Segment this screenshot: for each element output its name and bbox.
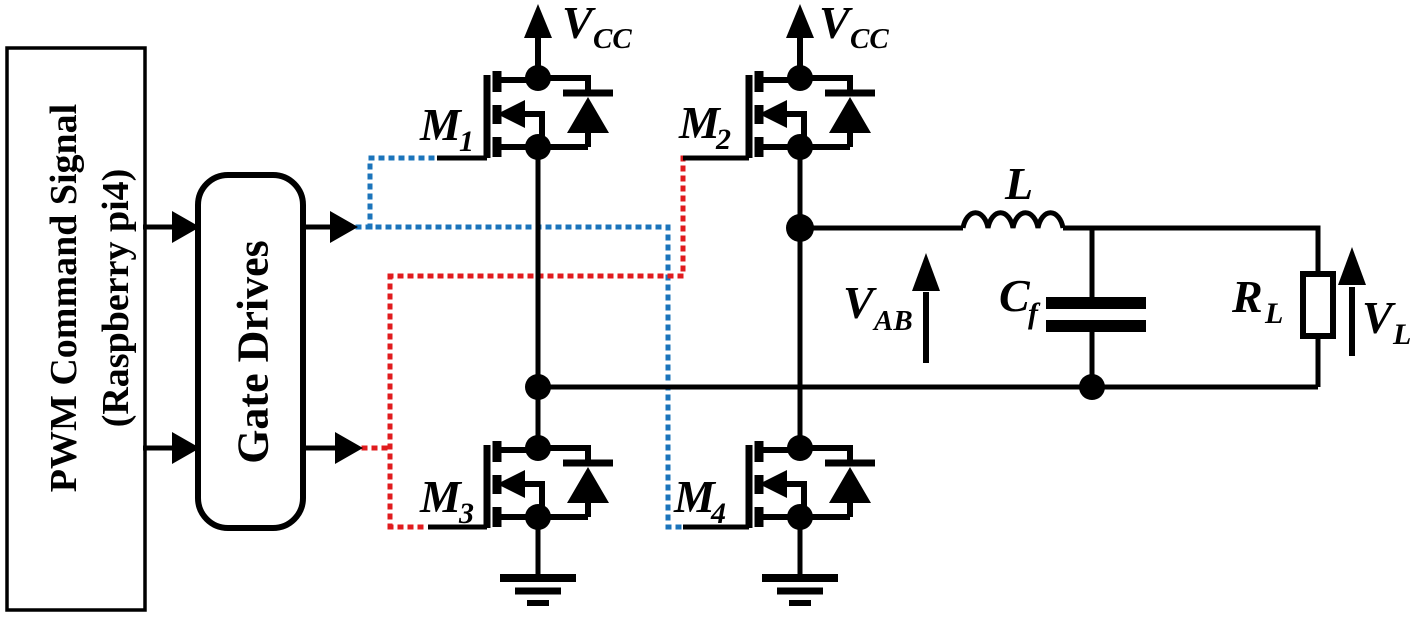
ground-right-icon [762, 578, 838, 603]
pwm-to-driver-arrow-top-icon [143, 211, 200, 243]
driver-output-arrow-bottom-icon [306, 432, 363, 464]
load-voltage-label: V [1362, 292, 1396, 343]
gate-signal-red-m2-m3 [361, 155, 686, 530]
driver-output-arrow-top-icon [301, 211, 358, 243]
bridge-voltage-label: V [843, 277, 877, 328]
filter-inductor [960, 210, 1066, 229]
bridge-voltage-label-sub: AB [872, 305, 913, 337]
pwm-box-label-line1: PWM Command Signal [43, 104, 85, 492]
pwm-to-driver-arrow-bottom-icon [143, 432, 200, 464]
m4-label-sub: 4 [710, 497, 726, 530]
gate-drives-box: Gate Drives [195, 172, 306, 531]
pwm-box-label-line2: (Raspberry pi4) [95, 169, 137, 428]
vcc-left-label-sub: CC [593, 23, 632, 55]
m3-label-sub: 3 [458, 497, 474, 530]
node-b-dot [786, 214, 814, 242]
load-resistor-body [1300, 271, 1336, 339]
load-resistor-label: R [1231, 271, 1263, 322]
filter-to-load-top-wire [1063, 225, 1321, 274]
capacitor-label-sub: f [1028, 297, 1041, 330]
m1-label: M [419, 99, 463, 150]
m1-label-sub: 1 [459, 125, 474, 158]
mosfet-m3 [487, 435, 613, 530]
m2-label: M [678, 97, 722, 148]
m3-label: M [419, 471, 463, 522]
gate-signal-blue-m1-m4 [355, 155, 687, 530]
load-resistor-label-sub: L [1264, 297, 1283, 330]
gate-drives-label: Gate Drives [229, 240, 278, 464]
labels: V CC V CC M 1 M 2 M 3 M 4 L C f R L V L … [419, 0, 1411, 530]
ground-left-icon [500, 578, 576, 603]
vab-arrow-icon [912, 253, 940, 363]
vcc-left-label: V [562, 0, 596, 48]
vcc-right-label-sub: CC [850, 23, 889, 55]
circuit-wires [428, 147, 1321, 578]
m2-label-sub: 2 [715, 123, 731, 156]
pwm-source-box: PWM Command Signal (Raspberry pi4) [5, 46, 147, 612]
mosfet-m1 [487, 65, 613, 160]
pwm-box-outline [5, 46, 147, 612]
vcc-right-label: V [819, 0, 853, 48]
m4-label: M [673, 471, 717, 522]
gate-drives-outline [195, 172, 306, 531]
vl-arrow-icon [1338, 247, 1366, 356]
load-voltage-label-sub: L [1392, 318, 1411, 351]
capacitor-label: C [999, 270, 1031, 321]
mosfet-m4 [749, 435, 875, 530]
inductor-label: L [1004, 158, 1033, 209]
node-a-dot [525, 374, 551, 400]
mosfet-m2 [749, 65, 875, 160]
inductor-coils [960, 210, 1066, 229]
filter-capacitor [1046, 228, 1146, 387]
gate-signal-routing [355, 155, 687, 530]
